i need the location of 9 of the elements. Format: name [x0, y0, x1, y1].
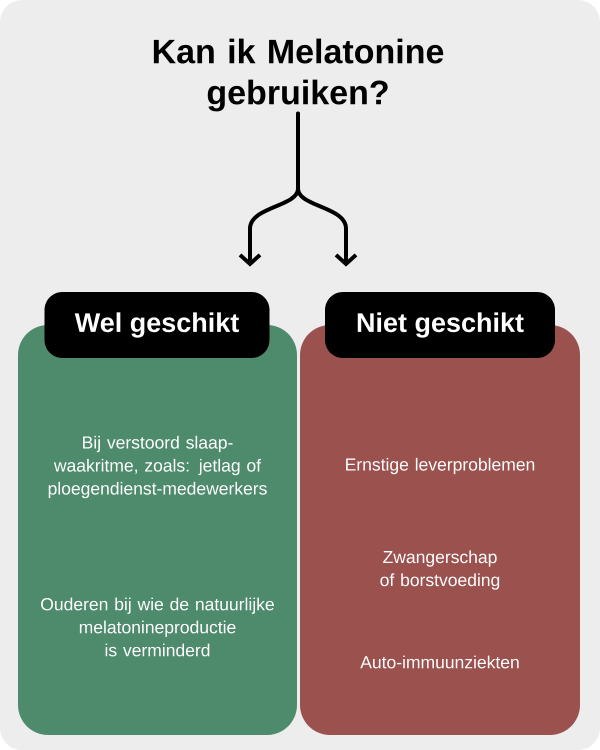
- list-item: Ernstige leverproblemen: [346, 458, 534, 474]
- heading-pill: Niet geschikt: [325, 292, 555, 358]
- list-item: Ouderen bij wie de natuurlijke melatonineproductie is verminderd: [41, 598, 274, 656]
- list-item: Bij verstoord slaap-waakritme, zoals: jetlag of ploegendienst-medewerkers: [48, 436, 267, 498]
- list-item: Auto-immuunziekten: [360, 656, 519, 668]
- list-item: Zwangerschap of borstvoeding: [380, 550, 500, 590]
- question-heading: Kan ik Melatonine gebruiken?: [154, 38, 444, 112]
- arrow: [296, 112, 358, 267]
- heading-pill: Wel geschikt: [44, 292, 270, 358]
